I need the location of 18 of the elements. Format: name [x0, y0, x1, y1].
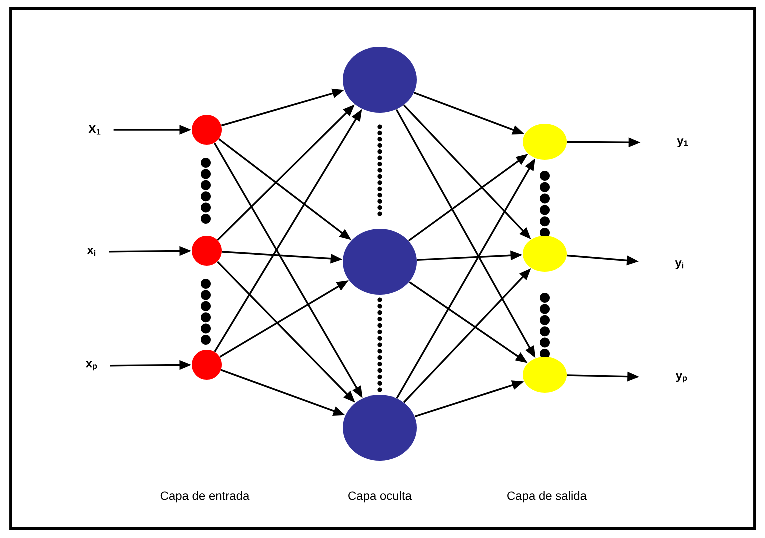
layer-caption: Capa de salida — [508, 491, 587, 503]
neuron-circle — [192, 350, 222, 380]
layer-caption: Capa de entrada — [160, 491, 250, 503]
output-label: y$_{p}$ — [676, 373, 688, 383]
output-label: y$_{1}$ — [677, 138, 688, 148]
neuron-ellipse — [523, 124, 567, 160]
layer-caption: Capa oculta — [348, 491, 412, 503]
neuron-ellipse — [343, 229, 417, 295]
neuron-circle — [192, 115, 222, 145]
input-label: x$_{i}$ — [87, 248, 96, 256]
output-label: y$_{i}$ — [675, 260, 684, 270]
neuron-ellipse — [523, 236, 567, 272]
neuron-ellipse — [523, 357, 567, 393]
neuron-ellipse — [343, 47, 417, 113]
input-label: x$_{p}$ — [86, 361, 98, 371]
neuron-ellipse — [343, 395, 417, 461]
input-label: X$_{1}$ — [88, 125, 101, 135]
neuron-circle — [192, 236, 222, 266]
